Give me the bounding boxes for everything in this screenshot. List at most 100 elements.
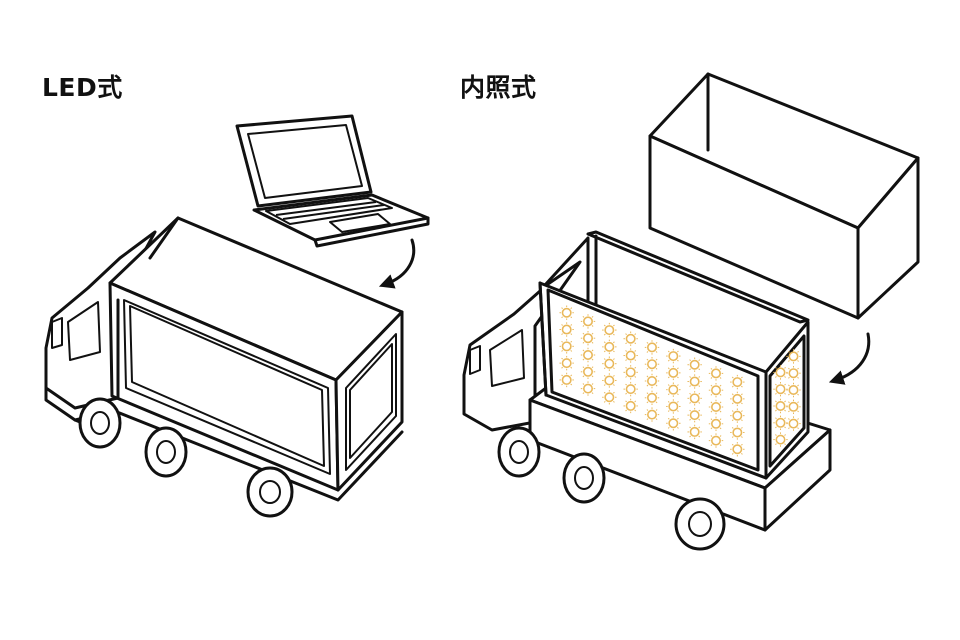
light-ray — [775, 383, 777, 386]
light-bulb-icon — [668, 351, 679, 362]
light-ray — [797, 350, 799, 353]
light-bulb-icon — [625, 367, 636, 378]
light-bulb-icon — [689, 359, 700, 370]
light-bulb-icon — [689, 376, 700, 387]
light-ray — [613, 350, 615, 353]
light-ray — [655, 384, 658, 387]
light-bulb-icon — [646, 409, 657, 420]
light-ray — [788, 401, 790, 404]
light-ray — [784, 426, 786, 429]
light-ray — [582, 383, 585, 385]
light-ray — [788, 427, 790, 430]
light-ray — [741, 419, 743, 422]
light-ray — [561, 383, 563, 386]
light-ray — [625, 350, 627, 352]
light-ray — [591, 325, 594, 327]
light-ray — [613, 400, 615, 403]
light-ray — [719, 367, 722, 370]
light-ray — [788, 350, 790, 353]
light-bulb-icon — [625, 400, 636, 411]
light-ray — [625, 376, 627, 378]
light-ray — [677, 393, 679, 396]
light-ray — [710, 384, 713, 387]
light-ray — [719, 393, 722, 396]
light-ray — [634, 342, 637, 345]
light-bulb-icon — [788, 401, 799, 412]
light-ray — [741, 376, 743, 379]
light-ray — [591, 366, 594, 369]
light-ray — [698, 409, 701, 412]
light-ray — [646, 367, 649, 370]
light-ray — [731, 419, 734, 422]
light-ray — [570, 350, 573, 352]
light-ray — [731, 436, 734, 438]
light-ray — [667, 426, 670, 429]
light-bulb-icon — [775, 384, 786, 395]
light-ray — [731, 410, 734, 412]
light-ray — [689, 359, 691, 362]
light-ray — [603, 350, 606, 353]
light-ray — [797, 401, 799, 404]
light-bulb-icon — [788, 368, 799, 379]
light-ray — [613, 384, 615, 386]
light-ray — [570, 383, 573, 386]
light-ray — [646, 409, 649, 411]
light-ray — [634, 366, 637, 369]
light-bulb-icon — [732, 377, 743, 388]
light-ray — [741, 385, 743, 388]
light-ray — [731, 393, 734, 396]
light-ray — [655, 375, 658, 378]
light-bulb-icon — [561, 307, 572, 318]
light-bulb-icon — [732, 410, 743, 421]
light-ray — [655, 392, 658, 395]
light-bulb-icon — [646, 375, 657, 386]
light-ray — [625, 409, 627, 412]
light-ray — [561, 340, 563, 343]
light-ray — [788, 360, 790, 362]
light-bulb-icon — [646, 342, 657, 353]
light-ray — [570, 324, 573, 326]
light-ray — [667, 401, 670, 403]
light-ray — [570, 333, 573, 335]
light-ray — [689, 376, 691, 378]
light-ray — [561, 374, 563, 377]
light-ray — [591, 358, 594, 361]
led-type-label: LED式 — [42, 73, 123, 102]
light-ray — [582, 392, 585, 395]
light-bulb-icon — [732, 444, 743, 455]
light-ray — [731, 427, 734, 429]
light-ray — [625, 400, 627, 403]
light-ray — [698, 426, 701, 429]
light-ray — [646, 401, 649, 404]
light-ray — [775, 376, 777, 378]
light-bulb-icon — [732, 427, 743, 438]
light-bulb-icon — [561, 341, 572, 352]
light-ray — [788, 367, 790, 370]
light-ray — [710, 401, 713, 404]
light-ray — [667, 393, 670, 396]
light-ray — [741, 436, 743, 438]
light-ray — [667, 376, 670, 379]
light-ray — [741, 393, 743, 396]
light-ray — [613, 341, 615, 344]
light-ray — [797, 384, 799, 387]
light-ray — [634, 376, 637, 378]
light-ray — [719, 427, 722, 430]
light-ray — [613, 333, 615, 336]
light-ray — [561, 366, 563, 369]
light-ray — [591, 315, 594, 318]
light-ray — [689, 418, 691, 421]
light-ray — [655, 409, 658, 411]
light-ray — [784, 400, 786, 403]
light-ray — [582, 332, 585, 335]
internal-lighting-type-label: 内照式 — [460, 73, 537, 102]
light-ray — [646, 418, 649, 421]
light-ray — [719, 444, 722, 447]
light-ray — [710, 418, 713, 421]
light-ray — [667, 410, 670, 412]
light-bulb-icon — [604, 375, 615, 386]
light-ray — [731, 376, 734, 379]
light-bulb-icon — [625, 333, 636, 344]
light-ray — [625, 333, 627, 336]
